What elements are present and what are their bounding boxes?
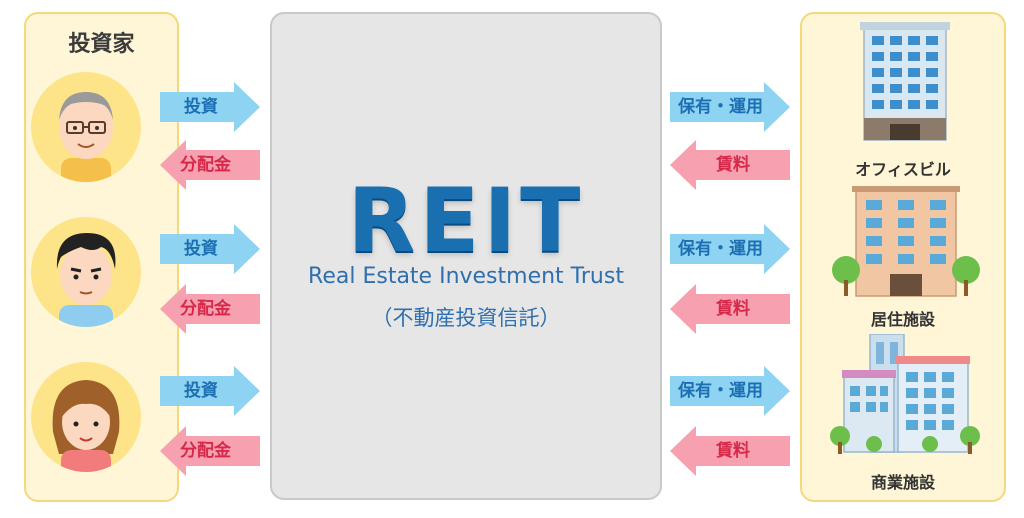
invest-label-1: 投資: [184, 97, 218, 117]
hold-label-2: 保有・運用: [678, 239, 763, 259]
hold-arrow-3: 保有・運用: [670, 366, 790, 416]
rent-label-3: 賃料: [716, 441, 750, 461]
office-building-icon: [860, 22, 950, 156]
invest-arrow-1: 投資: [160, 82, 260, 132]
residential-building-label: 居住施設: [870, 310, 935, 329]
invest-arrow-3: 投資: [160, 366, 260, 416]
residential-building-icon: [832, 186, 980, 308]
reit-subtitle: Real Estate Investment Trust: [308, 264, 624, 289]
reit-box: REIT Real Estate Investment Trust （不動産投資…: [270, 12, 662, 500]
rent-arrow-3: 賃料: [670, 426, 790, 476]
hold-arrow-2: 保有・運用: [670, 224, 790, 274]
rent-arrow-2: 賃料: [670, 284, 790, 334]
hold-label-1: 保有・運用: [678, 97, 763, 117]
commercial-building-icon: [830, 333, 980, 463]
dividend-label-1: 分配金: [180, 155, 231, 175]
young-man-avatar: [31, 217, 141, 327]
reit-japanese: （不動産投資信託）: [371, 306, 561, 330]
dividend-label-3: 分配金: [180, 441, 231, 461]
hold-label-3: 保有・運用: [678, 381, 763, 401]
dividend-label-2: 分配金: [180, 299, 231, 319]
hold-arrow-1: 保有・運用: [670, 82, 790, 132]
commercial-building-label: 商業施設: [870, 473, 935, 492]
invest-arrow-2: 投資: [160, 224, 260, 274]
office-building-label: オフィスビル: [855, 160, 951, 179]
woman-avatar: [31, 362, 141, 472]
investors-title: 投資家: [68, 32, 135, 57]
dividend-arrow-1: 分配金: [160, 140, 260, 190]
rent-label-1: 賃料: [716, 155, 750, 175]
invest-label-3: 投資: [184, 381, 218, 401]
elderly-man-avatar: [31, 72, 141, 182]
dividend-arrow-3: 分配金: [160, 426, 260, 476]
dividend-arrow-2: 分配金: [160, 284, 260, 334]
reit-title: REIT: [347, 169, 585, 272]
invest-label-2: 投資: [184, 239, 218, 259]
rent-arrow-1: 賃料: [670, 140, 790, 190]
properties-panel: オフィスビル 居住施設: [800, 12, 1006, 502]
rent-label-2: 賃料: [716, 299, 750, 319]
investors-panel: 投資家: [24, 12, 179, 502]
